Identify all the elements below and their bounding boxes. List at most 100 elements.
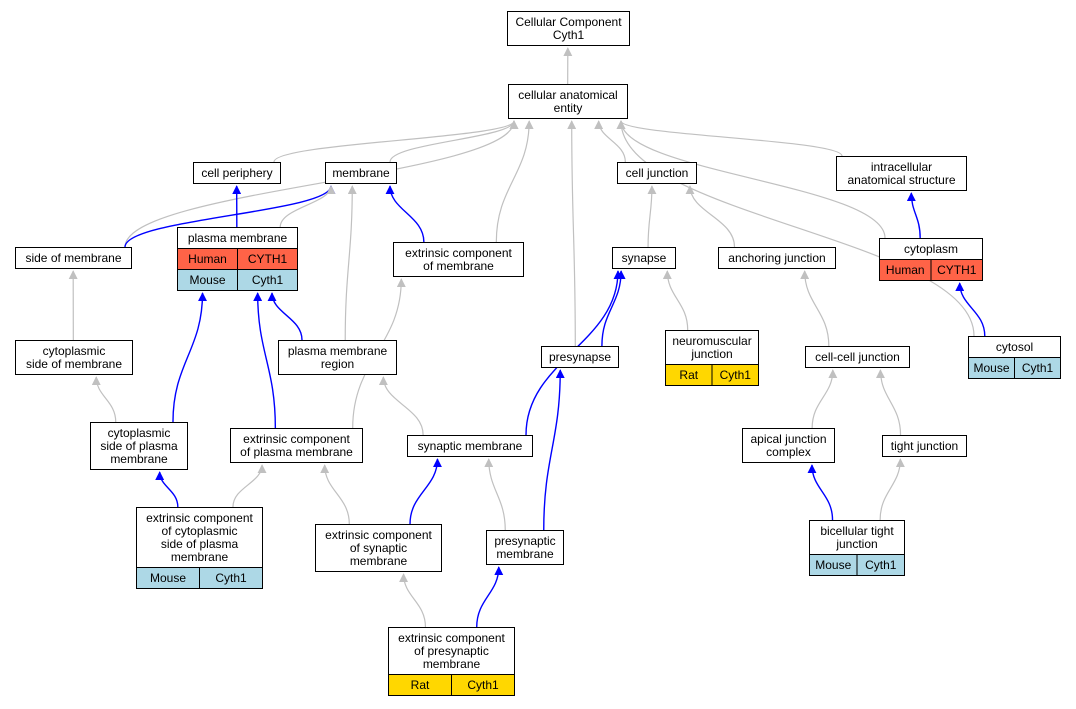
node-label-line: synaptic membrane [418, 439, 523, 453]
is-a-edge-apicaljunc-ccjunc [811, 369, 838, 429]
species-org-label: Mouse [189, 273, 225, 287]
node-label-box [315, 524, 442, 572]
node-label-line: bicellular tight [820, 524, 894, 538]
node-ccjunc[interactable]: cell-cell junction [805, 346, 910, 368]
node-celljunc[interactable]: cell junction [617, 162, 697, 184]
is-a-edge-synmem-pmregion [378, 376, 424, 436]
node-label-line: apical junction [750, 432, 826, 446]
node-label-box [612, 247, 676, 269]
node-label-line: tight junction [891, 439, 958, 453]
node-label-line: membrane [110, 452, 168, 466]
node-label-line: cell periphery [201, 166, 272, 180]
node-label-line: of cytoplasmic [161, 524, 237, 538]
node-label-line: of membrane [423, 259, 494, 273]
node-label-line: region [321, 357, 354, 371]
node-cellper[interactable]: cell periphery [193, 162, 281, 184]
is-a-edge-ccjunc-anchjunc [800, 270, 830, 347]
species-gene-label: Cyth1 [252, 273, 284, 287]
part-of-edge-extcompsyn-synmem [409, 458, 442, 525]
node-label-line: cell junction [626, 166, 689, 180]
part-of-edge-extcompcyto-cytosidepm [155, 471, 179, 508]
node-label-line: membrane [423, 657, 481, 671]
is-a-edge-membrane-cae [389, 120, 519, 163]
node-label-line: extrinsic component [325, 528, 432, 542]
node-label-line: of synaptic [350, 541, 407, 555]
node-label-line: membrane [171, 550, 229, 564]
node-label-box [393, 242, 524, 277]
node-label-line: cytoplasm [904, 242, 958, 256]
node-label-line: side of plasma [100, 439, 178, 453]
is-a-edge-bicelltight-tightjunc [879, 458, 905, 521]
species-gene-label: Cyth1 [215, 571, 247, 585]
is-a-edge-extcompsyn-extcomppm [320, 464, 350, 525]
node-label-line: presynaptic [494, 534, 555, 548]
part-of-edge-cytoplasm-ias [906, 192, 921, 239]
node-label-box [15, 247, 132, 269]
part-of-edge-bicelltight-apicaljunc [807, 464, 834, 521]
node-label-box [325, 162, 397, 184]
species-org-label: Mouse [150, 571, 186, 585]
is-a-edge-ias-cae [616, 120, 843, 157]
species-gene-cell [199, 567, 263, 589]
node-label-line: extrinsic component [405, 246, 512, 260]
node-sideofmem[interactable]: side of membrane [15, 247, 132, 269]
node-label-line: intracellular [871, 160, 932, 174]
species-gene-cell [237, 269, 298, 291]
species-gene-cell [451, 674, 515, 696]
is-a-edge-synapse-celljunc [647, 185, 657, 248]
node-label-box [508, 84, 628, 119]
node-label-line: side of membrane [25, 251, 121, 265]
node-label-box [507, 11, 630, 46]
node-label-box [230, 428, 363, 463]
node-label-line: extrinsic component [243, 432, 350, 446]
node-synapse[interactable]: synapse [612, 247, 676, 269]
node-label-line: side of plasma [161, 537, 239, 551]
node-label-box [805, 346, 910, 368]
species-gene-cell [1014, 357, 1061, 379]
node-membrane[interactable]: membrane [325, 162, 397, 184]
species-gene-label: Cyth1 [720, 368, 752, 382]
is-a-edge-cytosidepm-cytosideofmem [91, 376, 117, 423]
part-of-edge-cytosol-cytoplasm [955, 282, 986, 337]
part-of-edge-extcompmem-membrane [385, 185, 425, 243]
is-a-edge-cytoplasm-cae [616, 120, 886, 239]
species-gene-cell [930, 259, 983, 281]
is-a-edge-plasmamem-membrane [279, 185, 336, 228]
species-gene-label: Cyth1 [467, 678, 499, 692]
node-label-box [193, 162, 281, 184]
node-anchjunc[interactable]: anchoring junction [718, 247, 836, 269]
part-of-edge-extcomppresyn-presynmem [476, 566, 504, 628]
part-of-edge-extcomppm-plasmamem [253, 292, 277, 429]
node-synmem[interactable]: synaptic membrane [407, 435, 533, 457]
node-label-line: Cellular Component [515, 15, 622, 29]
is-a-edge-tightjunc-ccjunc [875, 369, 902, 436]
part-of-edge-presynapse-synapse [601, 270, 626, 347]
node-label-line: synapse [622, 251, 667, 265]
species-gene-label: CYTH1 [937, 263, 977, 277]
node-label-line: complex [766, 445, 811, 459]
node-tightjunc[interactable]: tight junction [882, 435, 967, 457]
node-presynapse[interactable]: presynapse [541, 346, 619, 368]
node-label-line: junction [690, 347, 732, 361]
is-a-edge-sideofmem-cae [124, 120, 519, 248]
